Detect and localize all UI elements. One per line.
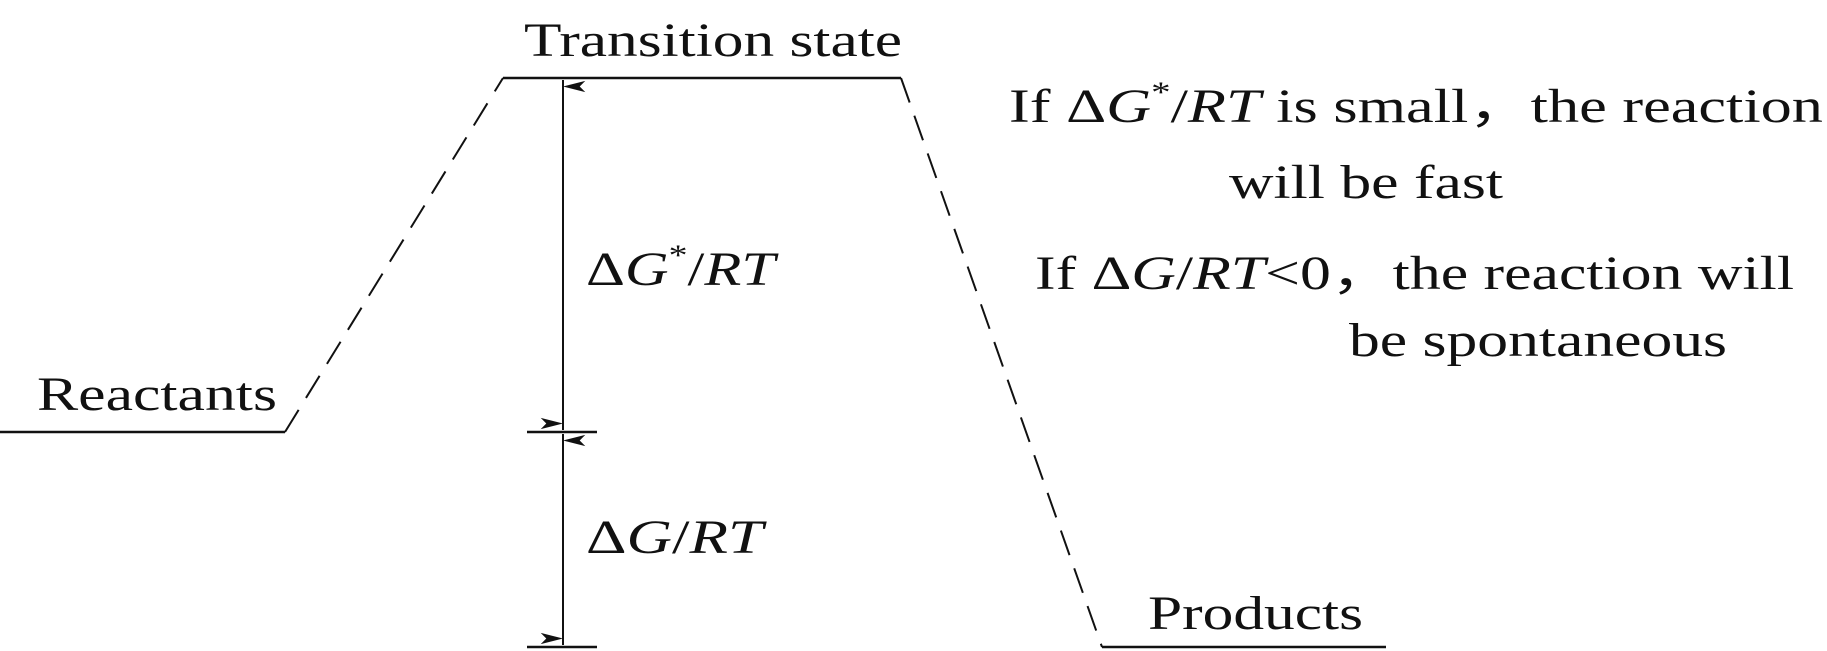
reactants-to-ts-path — [284, 77, 504, 433]
ts-to-products-path — [900, 77, 1103, 648]
products-label: Products — [1148, 587, 1363, 640]
reactants-label: Reactants — [37, 368, 277, 421]
transition-state-label: Transition state — [524, 14, 902, 67]
fast-note-line2: will be fast — [1229, 156, 1504, 209]
spontaneous-note-line2: be spontaneous — [1349, 314, 1727, 367]
